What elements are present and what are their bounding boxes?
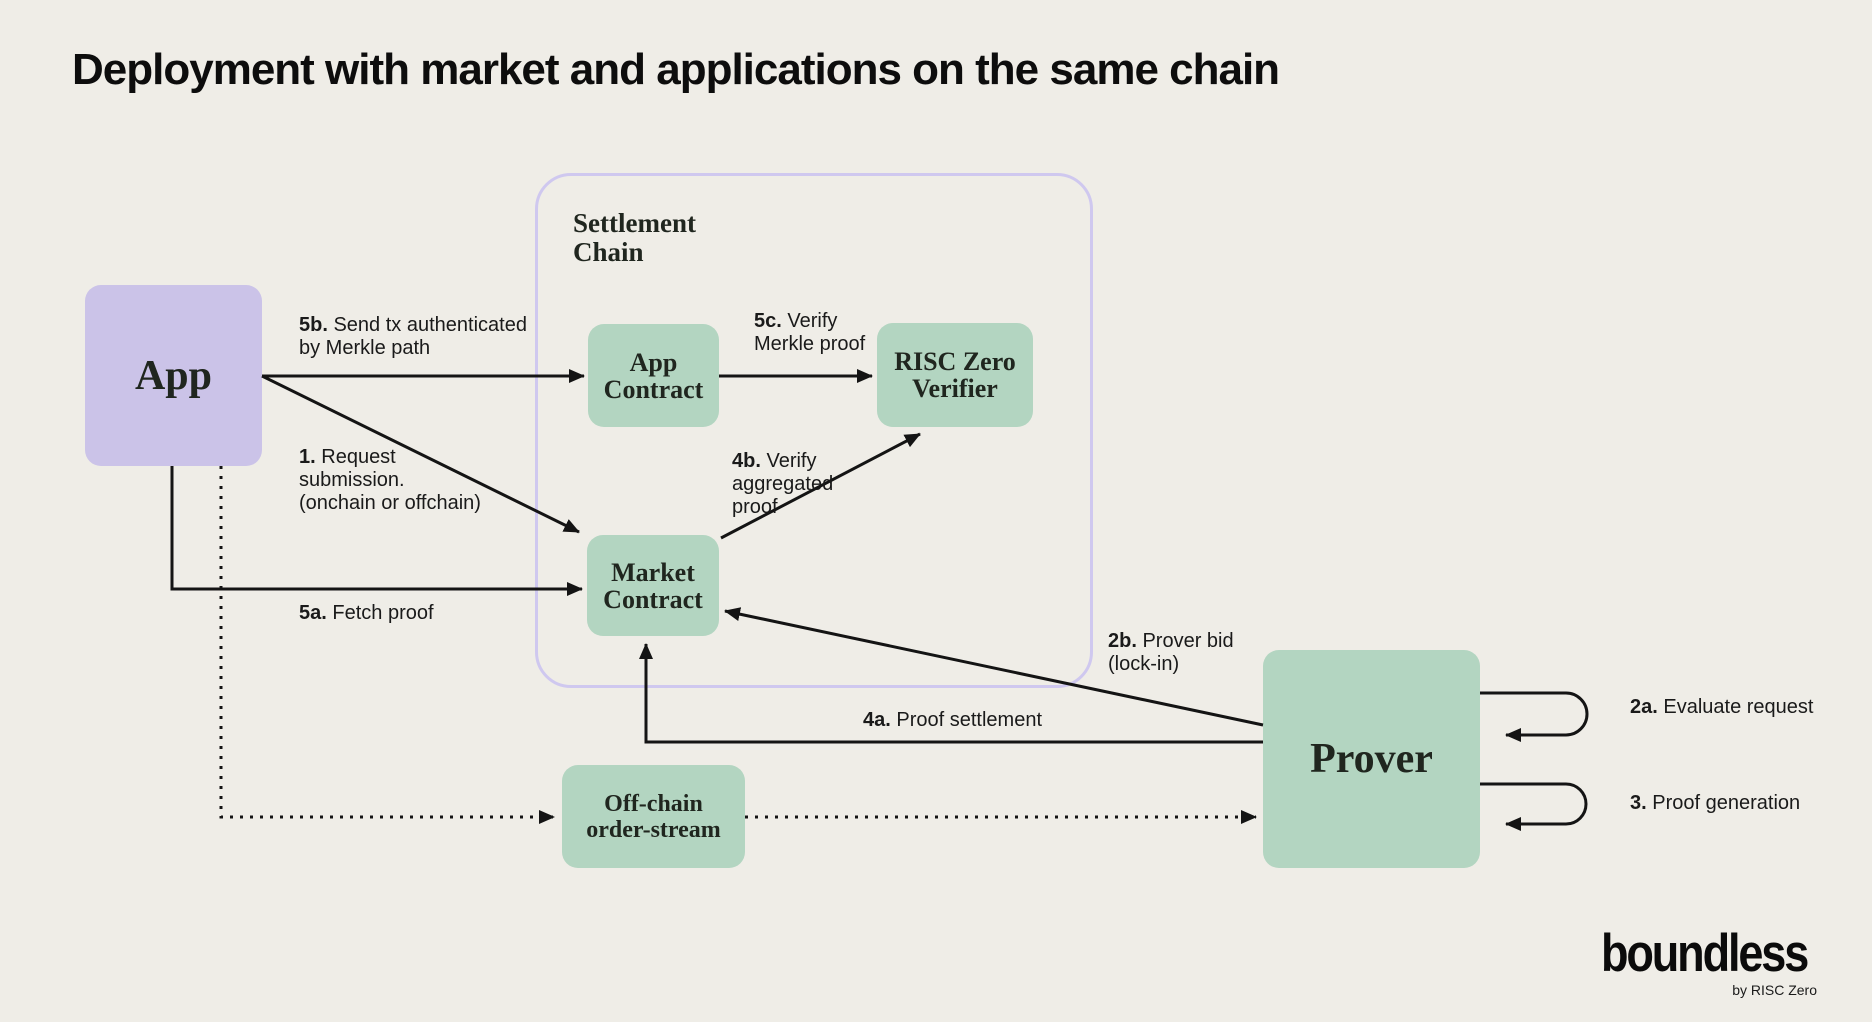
boundless-logo: boundless by RISC Zero <box>1601 924 1818 998</box>
risc-zero-verifier-label: RISC Zero Verifier <box>894 347 1016 403</box>
boundless-wordmark: boundless <box>1601 924 1809 983</box>
off-chain-order-stream-label: Off-chain order-stream <box>586 790 721 843</box>
edge-label-4b-text: Verify aggregated proof <box>732 450 834 518</box>
market-contract-node: Market Contract <box>587 535 719 636</box>
edge-label-5a-num: 5a. <box>299 602 327 624</box>
edge-label-1-num: 1. <box>299 446 316 468</box>
off-chain-order-stream-node: Off-chain order-stream <box>562 765 745 868</box>
loop-arrow-proof-generation <box>1480 782 1588 831</box>
market-contract-label: Market Contract <box>603 557 703 614</box>
loop-arrow-evaluate-request <box>1480 691 1589 742</box>
edge-label-2b-num: 2b. <box>1108 630 1137 652</box>
edge-label-3: 3. Proof generation <box>1630 792 1800 815</box>
prover-node-label: Prover <box>1310 736 1433 782</box>
app-node: App <box>85 285 262 466</box>
edge-label-4a-text: Proof settlement <box>896 709 1042 731</box>
app-contract-node: App Contract <box>588 324 719 427</box>
edge-label-2a-num: 2a. <box>1630 696 1658 718</box>
dotted-arrow-app-to-order-stream <box>219 466 555 824</box>
edge-label-1: 1. Request submission. (onchain or offch… <box>299 446 481 515</box>
edge-label-5c-num: 5c. <box>754 310 782 332</box>
edge-label-4b-num: 4b. <box>732 450 761 472</box>
edge-label-4a-num: 4a. <box>863 709 891 731</box>
settlement-chain-label: Settlement Chain <box>573 208 696 267</box>
boundless-byline: by RISC Zero <box>1732 982 1817 998</box>
edge-label-2b: 2b. Prover bid (lock-in) <box>1108 630 1234 676</box>
edge-label-2a-text: Evaluate request <box>1663 696 1814 718</box>
edge-label-5a: 5a. Fetch proof <box>299 602 434 625</box>
edge-label-5b-text: Send tx authenticated by Merkle path <box>299 314 527 359</box>
edge-label-3-text: Proof generation <box>1652 792 1801 814</box>
edge-label-3-num: 3. <box>1630 792 1647 814</box>
risc-zero-verifier-node: RISC Zero Verifier <box>877 323 1033 427</box>
diagram-title: Deployment with market and applications … <box>72 45 1280 94</box>
edge-label-5c-text: Verify Merkle proof <box>754 310 866 355</box>
app-contract-label: App Contract <box>603 347 704 404</box>
edge-label-5b: 5b. Send tx authenticated by Merkle path <box>299 314 527 360</box>
edge-label-4a: 4a. Proof settlement <box>863 709 1042 732</box>
edge-label-1-text: Request submission. (onchain or offchain… <box>299 446 481 514</box>
edge-label-5b-num: 5b. <box>299 314 328 336</box>
edge-label-2b-text: Prover bid (lock-in) <box>1108 630 1234 675</box>
app-node-label: App <box>134 352 213 399</box>
edge-label-4b: 4b. Verify aggregated proof <box>732 450 833 519</box>
edge-label-5c: 5c. Verify Merkle proof <box>754 310 865 356</box>
prover-node: Prover <box>1263 650 1480 868</box>
edge-label-2a: 2a. Evaluate request <box>1630 696 1813 719</box>
edge-label-5a-text: Fetch proof <box>332 602 434 624</box>
